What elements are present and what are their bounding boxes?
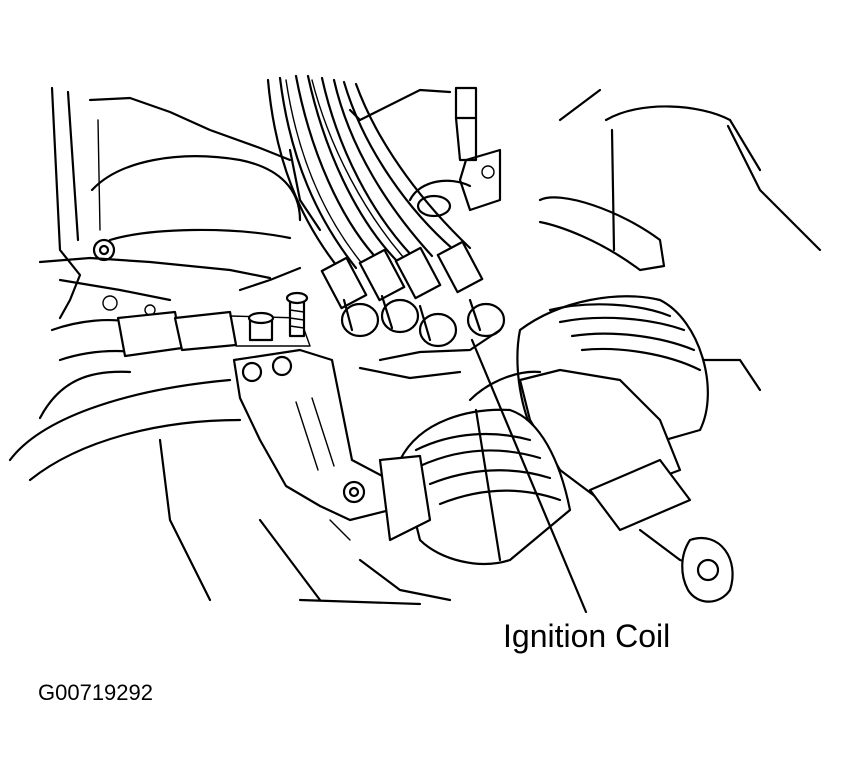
right-engine-components [408,86,822,392]
ignition-coil-label: Ignition Coil [503,618,671,654]
coolant-hose [38,310,311,420]
figure-id: G00719292 [38,680,153,705]
mounting-bolts [238,266,309,342]
callout-leader-line [470,338,588,614]
air-intake-duct [378,295,734,603]
spark-plug-wires [266,74,472,272]
coil-bracket [232,348,392,522]
lower-housing [8,378,452,606]
coil-connector-boots [320,240,506,380]
